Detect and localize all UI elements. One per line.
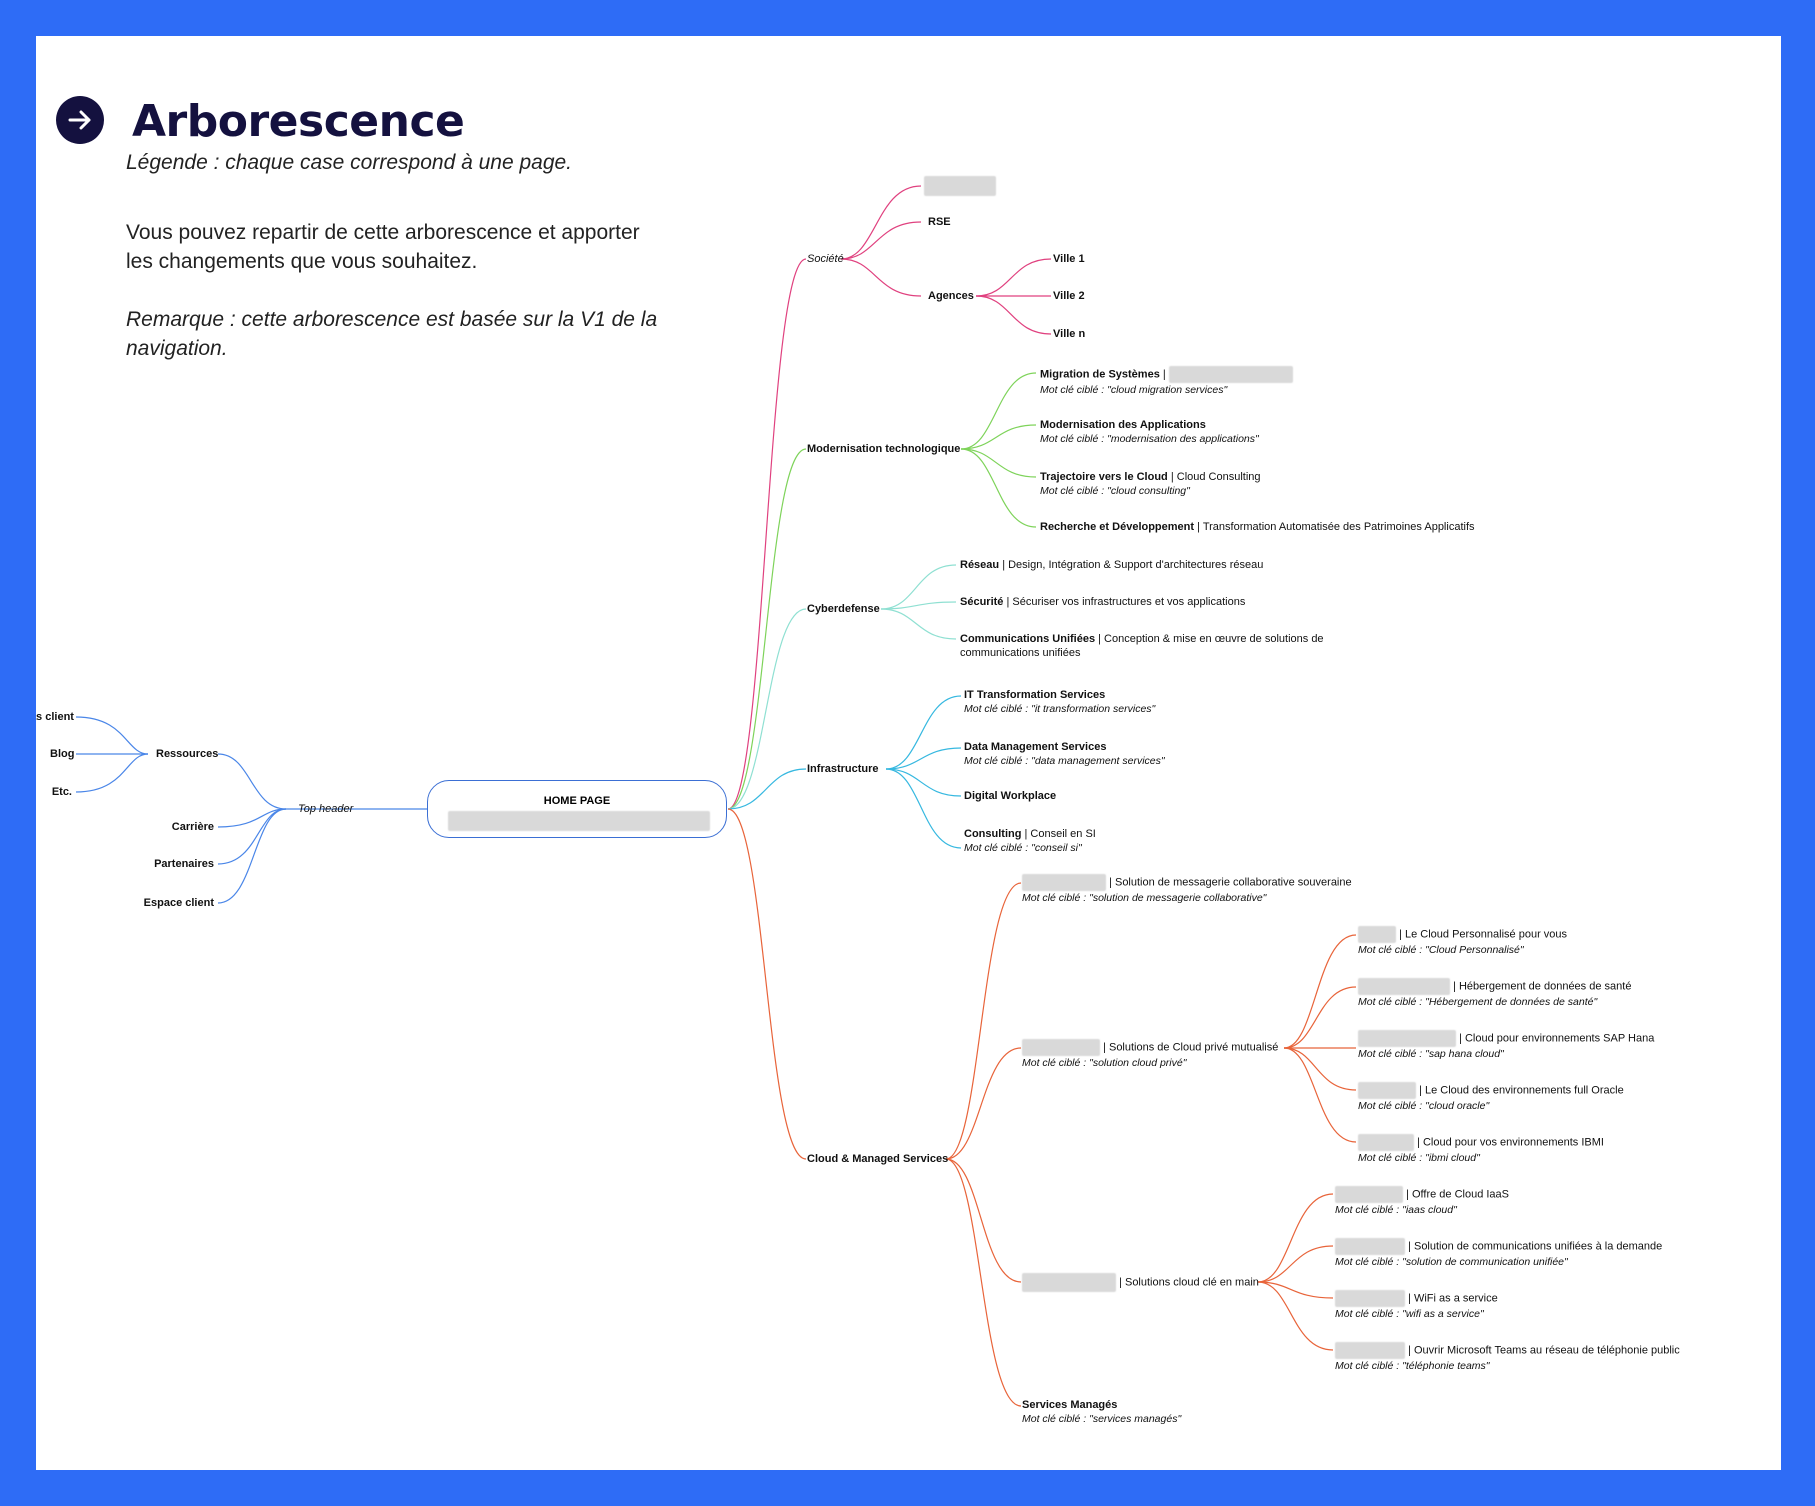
communications-unifiees-node[interactable]: Communications Unifiées | Conception & m… [960, 633, 1324, 659]
migration-node[interactable]: Migration de Systèmes | Mot clé ciblé : … [1040, 366, 1293, 397]
blog-node[interactable]: Blog [50, 748, 75, 760]
carriere-node[interactable]: Carrière [171, 821, 214, 833]
etc-node[interactable]: Etc. [51, 786, 72, 798]
redacted-text [448, 811, 710, 831]
redacted-text [1358, 1030, 1456, 1047]
digital-workplace-node[interactable]: Digital Workplace [964, 790, 1057, 802]
societe-edges [727, 185, 1052, 810]
cyberdefense-node[interactable]: Cyberdefense [807, 603, 880, 615]
redacted-text [1022, 1273, 1116, 1292]
cle-en-main-node[interactable]: | Solutions cloud clé en main [1022, 1273, 1259, 1292]
cloud-prive-node[interactable]: | Solutions de Cloud privé mutualisé Mot… [1022, 1039, 1278, 1070]
remark-line-1: Remarque : cette arborescence est basée … [126, 308, 658, 331]
legend-text: Légende : chaque case correspond à une p… [126, 151, 573, 174]
teams-telephonie-node[interactable]: | Ouvrir Microsoft Teams au réseau de té… [1335, 1342, 1680, 1373]
left-branch-edges [75, 716, 427, 904]
intro-line-1: Vous pouvez repartir de cette arborescen… [126, 221, 640, 244]
sap-hana-node[interactable]: | Cloud pour environnements SAP Hana Mot… [1358, 1030, 1654, 1061]
arrow-right-icon [56, 96, 104, 144]
securite-node[interactable]: Sécurité | Sécuriser vos infrastructures… [960, 596, 1246, 608]
full-oracle-node[interactable]: | Le Cloud des environnements full Oracl… [1358, 1082, 1624, 1113]
ville-1-node[interactable]: Ville 1 [1053, 253, 1085, 265]
data-management-node[interactable]: Data Management Services Mot clé ciblé :… [964, 741, 1165, 767]
redacted-text [1022, 1039, 1100, 1056]
redacted-text [1335, 1290, 1405, 1307]
ressources-node[interactable]: Ressources [156, 748, 219, 760]
cyber-edges [727, 564, 957, 810]
modernisation-node[interactable]: Modernisation technologique [807, 443, 961, 455]
redacted-text [1335, 1238, 1405, 1255]
diagram-canvas: Arborescence Légende : chaque case corre… [36, 36, 1781, 1470]
home-page-label: HOME PAGE [543, 795, 611, 807]
trajectoire-cloud-node[interactable]: Trajectoire vers le Cloud | Cloud Consul… [1040, 471, 1261, 497]
redacted-text [1022, 874, 1106, 891]
modernisation-applications-node[interactable]: Modernisation des Applications Mot clé c… [1040, 419, 1259, 445]
consulting-node[interactable]: Consulting | Conseil en SI Mot clé ciblé… [964, 828, 1096, 854]
top-header-node[interactable]: Top header [298, 803, 354, 815]
redacted-text [1335, 1186, 1403, 1203]
ibmi-node[interactable]: | Cloud pour vos environnements IBMI Mot… [1358, 1134, 1604, 1165]
partenaires-node[interactable]: Partenaires [154, 858, 214, 870]
espace-client-node[interactable]: Espace client [143, 897, 214, 909]
ville-n-node[interactable]: Ville n [1053, 328, 1086, 340]
ville-2-node[interactable]: Ville 2 [1053, 290, 1085, 302]
agences-node[interactable]: Agences [928, 290, 974, 302]
redacted-text [1335, 1342, 1405, 1359]
reseau-node[interactable]: Réseau | Design, Intégration & Support d… [960, 559, 1264, 571]
communications-demande-node[interactable]: | Solution de communications unifiées à … [1335, 1238, 1662, 1269]
services-manages-node[interactable]: Services Managés Mot clé ciblé : "servic… [1022, 1399, 1182, 1425]
mindmap-edges [75, 185, 1357, 1407]
recherche-developpement-node[interactable]: Recherche et Développement | Transformat… [1040, 521, 1475, 533]
hebergement-sante-node[interactable]: | Hébergement de données de santé Mot cl… [1358, 978, 1631, 1009]
wifi-service-node[interactable]: | WiFi as a service Mot clé ciblé : "wif… [1335, 1290, 1498, 1321]
intro-line-2: les changements que vous souhaitez. [126, 250, 478, 273]
infrastructure-node[interactable]: Infrastructure [807, 763, 879, 775]
redacted-text [1358, 978, 1450, 995]
redacted-text [924, 176, 996, 196]
redacted-text [1358, 1134, 1414, 1151]
messagerie-node[interactable]: | Solution de messagerie collaborative s… [1022, 874, 1352, 905]
iaas-node[interactable]: | Offre de Cloud IaaS Mot clé ciblé : "i… [1335, 1186, 1509, 1217]
home-page-node[interactable]: HOME PAGE [427, 780, 727, 838]
cloud-edges [727, 808, 1357, 1407]
page-title: Arborescence [132, 96, 465, 147]
cloud-personnalise-node[interactable]: | Le Cloud Personnalisé pour vous Mot cl… [1358, 926, 1567, 957]
modernisation-edges [727, 372, 1037, 810]
infra-edges [727, 695, 962, 849]
it-transformation-node[interactable]: IT Transformation Services Mot clé ciblé… [964, 689, 1156, 715]
redacted-text [1358, 926, 1396, 943]
societe-node[interactable]: Société [807, 253, 844, 265]
cas-client-node[interactable]: Cas client [36, 711, 74, 723]
redacted-text [1168, 366, 1293, 383]
rse-node[interactable]: RSE [928, 216, 951, 228]
redacted-text [1358, 1082, 1416, 1099]
remark-line-2: navigation. [126, 337, 228, 360]
cloud-managed-node[interactable]: Cloud & Managed Services [807, 1153, 949, 1165]
